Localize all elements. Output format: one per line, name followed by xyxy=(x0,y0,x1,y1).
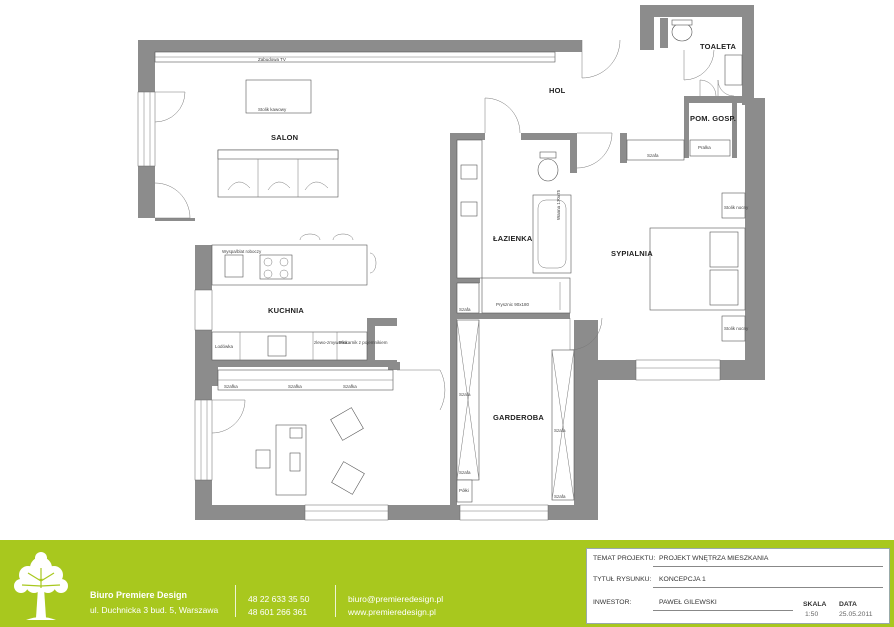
tytul-label: TYTUŁ RYSUNKU: xyxy=(593,576,652,583)
room-garderoba: GARDEROBA xyxy=(493,413,544,422)
tytul-value: KONCEPCJA 1 xyxy=(659,576,706,583)
label-stolik-nocny-2: Stolik nocny xyxy=(724,326,749,331)
windows xyxy=(137,91,721,521)
label-prysznic: Prysznic 90x180 xyxy=(496,302,530,307)
label-szafa-laz: Szafa xyxy=(459,307,471,312)
label-szafa-hol: Szafa xyxy=(647,153,659,158)
kitchen-furniture xyxy=(211,233,377,361)
room-sypialnia: SYPIALNIA xyxy=(611,249,653,258)
data-label: DATA xyxy=(839,601,857,608)
label-lodowka: Lodówka xyxy=(215,344,234,349)
room-salon: SALON xyxy=(271,133,298,142)
label-szafka-1: Szafka xyxy=(224,384,238,389)
wardrobe-furniture xyxy=(456,319,575,503)
office-furniture xyxy=(217,369,394,496)
furniture-labels: Zabudowa TV Stolik kawowy Wyspa/blat rob… xyxy=(215,57,749,499)
room-lazienka: ŁAZIENKA xyxy=(493,234,533,243)
title-row-line-2 xyxy=(653,587,883,588)
data-value: 25.05.2011 xyxy=(839,611,873,618)
label-wyspa: Wyspa/blat roboczy xyxy=(222,249,262,254)
room-labels: SALON HOL TOALETA POM. GOSP. ŁAZIENKA SY… xyxy=(268,42,737,422)
inwestor-label: INWESTOR: xyxy=(593,599,632,606)
floor-plan: SALON HOL TOALETA POM. GOSP. ŁAZIENKA SY… xyxy=(137,5,765,521)
label-szafa-ga2: Szafa xyxy=(459,470,471,475)
email-link[interactable]: biuro@premieredesign.pl xyxy=(348,594,444,604)
label-piekarnik: Piekarnik z pojemnikiem xyxy=(339,340,388,345)
skala-value: 1:50 xyxy=(805,611,819,618)
label-polki: Półki xyxy=(459,488,469,493)
bathroom-fixtures xyxy=(456,139,572,314)
salon-furniture xyxy=(154,51,556,198)
title-block: TEMAT PROJEKTU: PROJEKT WNĘTRZA MIESZKAN… xyxy=(586,548,890,624)
label-tv: Zabudowa TV xyxy=(258,57,286,62)
tree-logo-icon xyxy=(14,552,68,620)
temat-value: PROJEKT WNĘTRZA MIESZKANIA xyxy=(659,555,769,562)
label-stolik-kawowy: Stolik kawowy xyxy=(258,107,287,112)
title-row-line-3 xyxy=(653,610,793,611)
room-hol: HOL xyxy=(549,86,566,95)
toilet-fixtures xyxy=(671,19,743,86)
label-szafka-2: Szafka xyxy=(288,384,302,389)
inwestor-value: PAWEŁ GILEWSKI xyxy=(659,599,717,606)
phone-2[interactable]: 48 601 266 361 xyxy=(248,607,308,617)
label-szafa-ga4: Szafa xyxy=(554,494,566,499)
label-zmywarka: zlewo-zmywarka xyxy=(314,340,348,345)
bedroom-furniture xyxy=(626,139,746,342)
company-name: Biuro Premiere Design xyxy=(90,590,188,600)
footer-divider-2 xyxy=(335,585,336,617)
title-row-line-1 xyxy=(653,566,883,567)
label-pralka: Pralka xyxy=(698,145,711,150)
skala-label: SKALA xyxy=(803,601,827,608)
doors xyxy=(154,39,735,434)
phone-1[interactable]: 48 22 633 35 50 xyxy=(248,594,310,604)
room-pom-gosp: POM. GOSP. xyxy=(690,114,736,123)
company-address: ul. Duchnicka 3 bud. 5, Warszawa xyxy=(90,605,219,615)
room-kuchnia: KUCHNIA xyxy=(268,306,304,315)
temat-label: TEMAT PROJEKTU: xyxy=(593,555,656,562)
label-stolik-nocny-1: Stolik nocny xyxy=(724,205,749,210)
walls xyxy=(138,5,765,520)
label-szafa-ga3: Szafa xyxy=(554,428,566,433)
footer-divider-1 xyxy=(235,585,236,617)
label-szafa-ga1: Szafa xyxy=(459,392,471,397)
website-link[interactable]: www.premieredesign.pl xyxy=(348,607,436,617)
room-toaleta: TOALETA xyxy=(700,42,737,51)
label-wanna: Wanna 170x75 xyxy=(556,189,561,220)
label-szafka-3: Szafka xyxy=(343,384,357,389)
